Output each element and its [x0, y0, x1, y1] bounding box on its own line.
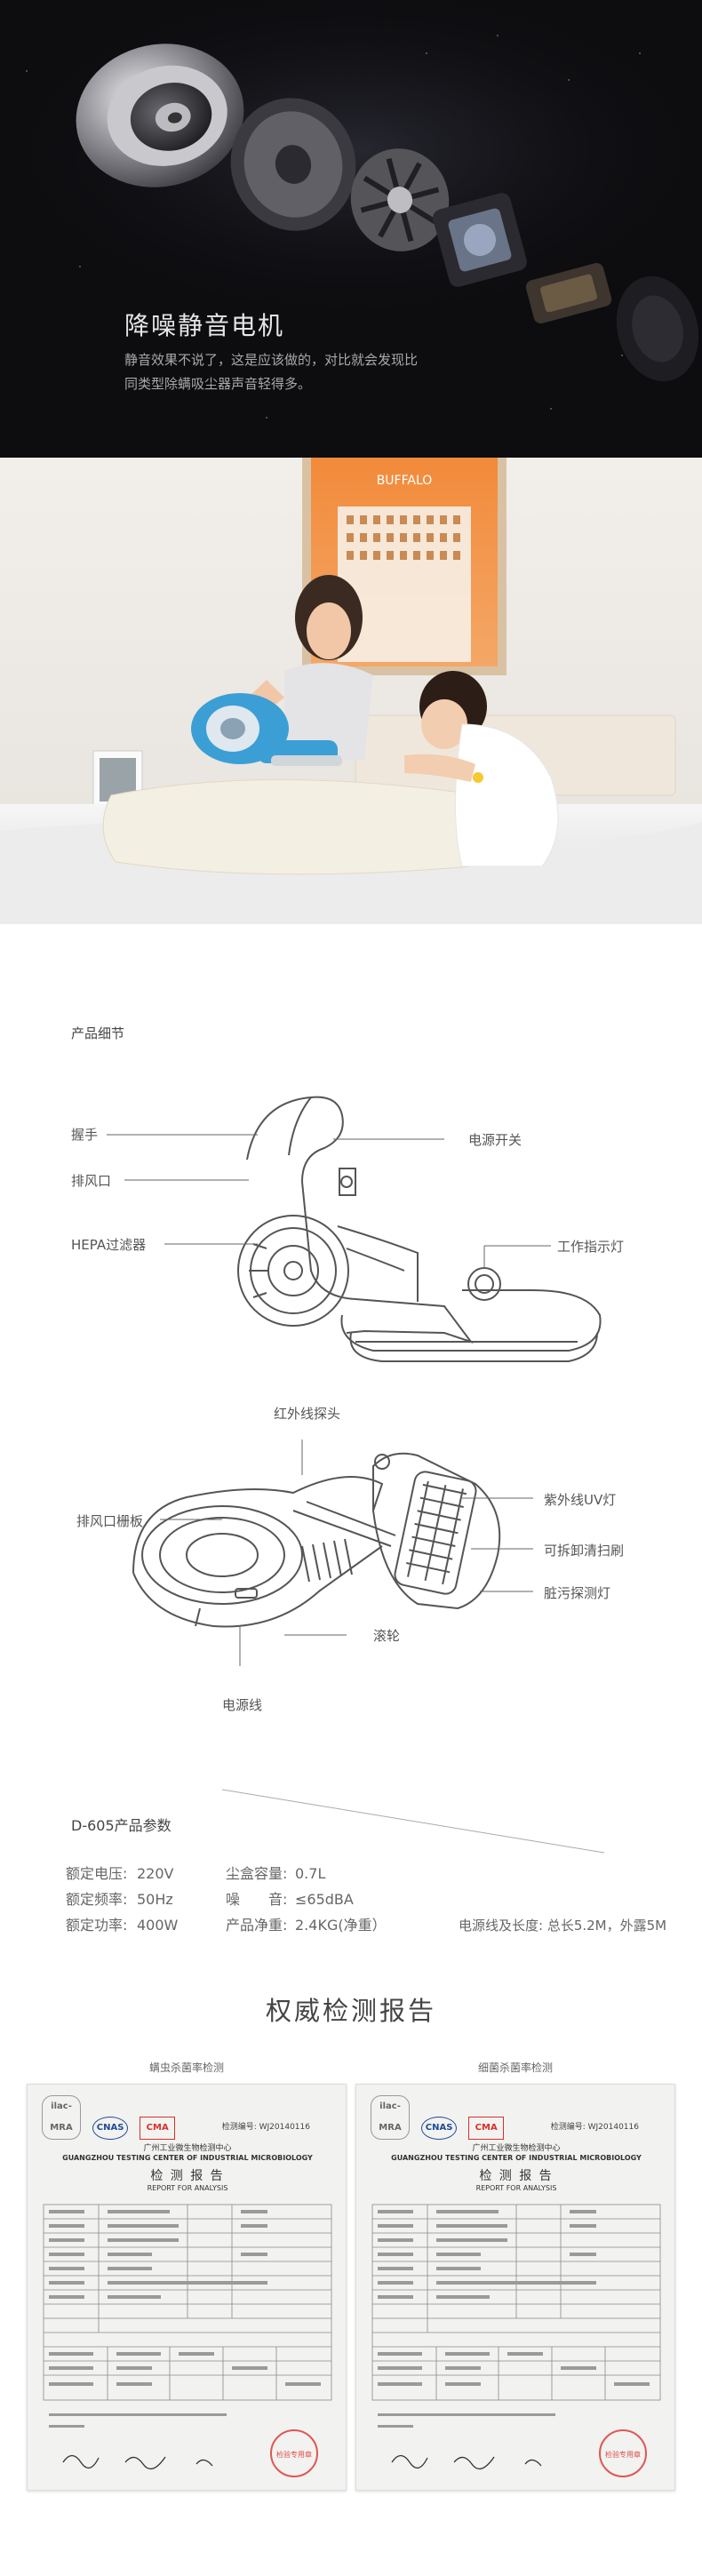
- report-document-bacteria: ilac-MRA CNAS CMA 检测编号: WJ20140116 广州工业微…: [355, 2084, 675, 2491]
- spec-value-dust-capacity: 0.7L: [295, 1865, 326, 1882]
- vacuum-side-drawing: [237, 1096, 602, 1362]
- motor-description: 静音效果不说了，这是应该做的，对比就会发现比 同类型除螨吸尘器声音轻得多。: [124, 348, 462, 396]
- motor-desc-line1: 静音效果不说了，这是应该做的，对比就会发现比: [124, 352, 419, 368]
- spec-label-frequency: 额定频率:: [66, 1891, 128, 1908]
- report-title-cn: 检 测 报 告: [479, 2169, 554, 2183]
- poster-text: BUFFALO: [377, 474, 433, 488]
- callout-hepa: HEPA过滤器: [71, 1237, 147, 1253]
- lifestyle-illustration: BUFFALO: [0, 458, 702, 924]
- motor-title: 降噪静音电机: [124, 311, 285, 340]
- ilac-logo: ilac-MRA: [371, 2095, 410, 2140]
- cma-logo: CMA: [140, 2117, 176, 2140]
- callout-uv-lamp: 紫外线UV灯: [544, 1492, 617, 1508]
- callout-indicator: 工作指示灯: [557, 1239, 625, 1255]
- reports-title: 权威检测报告: [265, 1996, 436, 2026]
- report-caption-mite: 螨虫杀菌率检测: [148, 2062, 224, 2074]
- callout-dirt-light: 脏污探测灯: [544, 1585, 611, 1601]
- spec-label-weight: 产品净重:: [226, 1917, 288, 1934]
- report-stamp: 检验专用章: [276, 2450, 312, 2459]
- spec-value-frequency: 50Hz: [137, 1891, 173, 1908]
- ilac-logo: ilac-MRA: [42, 2095, 81, 2140]
- report-caption-bacteria: 细菌杀菌率检测: [477, 2062, 553, 2074]
- callout-infrared: 红外线探头: [274, 1406, 341, 1422]
- motor-exploded-illustration: [0, 0, 702, 458]
- callout-brush: 可拆卸清扫刷: [544, 1543, 625, 1559]
- spec-row-3: 额定功率: 400W 产品净重: 2.4KG(净重） 电源线及长度: 总长5.2M，外露…: [66, 1913, 666, 1934]
- callout-handle: 握手: [71, 1127, 99, 1143]
- spec-row-2: 额定频率: 50Hz 噪 音: ≤65dBA: [66, 1887, 354, 1909]
- spec-value-noise: ≤65dBA: [295, 1891, 354, 1908]
- report-table: 检验专用章: [371, 2204, 661, 2477]
- motor-desc-line2: 同类型除螨吸尘器声音轻得多。: [124, 376, 312, 392]
- report-org-cn: 广州工业微生物检测中心: [472, 2144, 561, 2153]
- report-title-en: REPORT FOR ANALYSIS: [475, 2184, 557, 2192]
- spec-label-noise: 噪 音:: [226, 1891, 288, 1908]
- cert-logos: ilac-MRA CNAS CMA: [371, 2095, 511, 2140]
- vacuum-in-photo: [191, 693, 342, 766]
- spec-title: D-605产品参数: [71, 1817, 172, 1834]
- report-document-mite: ilac-MRA CNAS CMA 检测编号: WJ20140116 广州工业微…: [27, 2084, 347, 2491]
- report-org-en: GUANGZHOU TESTING CENTER OF INDUSTRIAL M…: [62, 2154, 313, 2162]
- report-title-cn: 检 测 报 告: [150, 2169, 225, 2183]
- motor-banner: 降噪静音电机 静音效果不说了，这是应该做的，对比就会发现比 同类型除螨吸尘器声音…: [0, 0, 702, 458]
- spec-power-cord-length: 电源线及长度: 总长5.2M，外露5M: [459, 1918, 667, 1934]
- spec-label-voltage: 额定电压:: [66, 1865, 128, 1882]
- report-number: 检测编号: WJ20140116: [550, 2123, 639, 2132]
- cnas-logo: CNAS: [92, 2117, 129, 2140]
- cert-logos: ilac-MRA CNAS CMA: [42, 2095, 182, 2140]
- spec-value-voltage: 220V: [137, 1865, 174, 1882]
- cnas-logo: CNAS: [421, 2117, 458, 2140]
- report-title-en: REPORT FOR ANALYSIS: [147, 2184, 228, 2192]
- callout-exhaust-grille: 排风口栅板: [76, 1513, 144, 1529]
- callout-exhaust: 排风口: [71, 1173, 112, 1189]
- product-detail-title: 产品细节: [71, 1025, 125, 1041]
- spec-divider: [221, 1789, 605, 1854]
- cma-logo: CMA: [468, 2117, 505, 2140]
- lifestyle-photo: BUFFALO: [0, 458, 702, 924]
- report-org-en: GUANGZHOU TESTING CENTER OF INDUSTRIAL M…: [391, 2154, 642, 2162]
- spec-label-power: 额定功率:: [66, 1917, 128, 1934]
- spec-value-power: 400W: [137, 1917, 179, 1934]
- spec-row-1: 额定电压: 220V 尘盒容量: 0.7L: [66, 1862, 325, 1883]
- report-org-cn: 广州工业微生物检测中心: [143, 2144, 232, 2153]
- spec-label-dust-capacity: 尘盒容量:: [226, 1865, 288, 1882]
- callout-power-cord: 电源线: [222, 1697, 263, 1713]
- spec-value-weight: 2.4KG(净重）: [295, 1917, 387, 1934]
- callout-roller: 滚轮: [373, 1628, 401, 1644]
- report-stamp: 检验专用章: [605, 2450, 641, 2459]
- product-line-drawings: [107, 1096, 602, 1666]
- report-number: 检测编号: WJ20140116: [221, 2123, 310, 2132]
- callout-power-switch: 电源开关: [468, 1132, 523, 1148]
- report-table: 检验专用章: [43, 2204, 332, 2477]
- vacuum-bottom-drawing: [132, 1452, 501, 1628]
